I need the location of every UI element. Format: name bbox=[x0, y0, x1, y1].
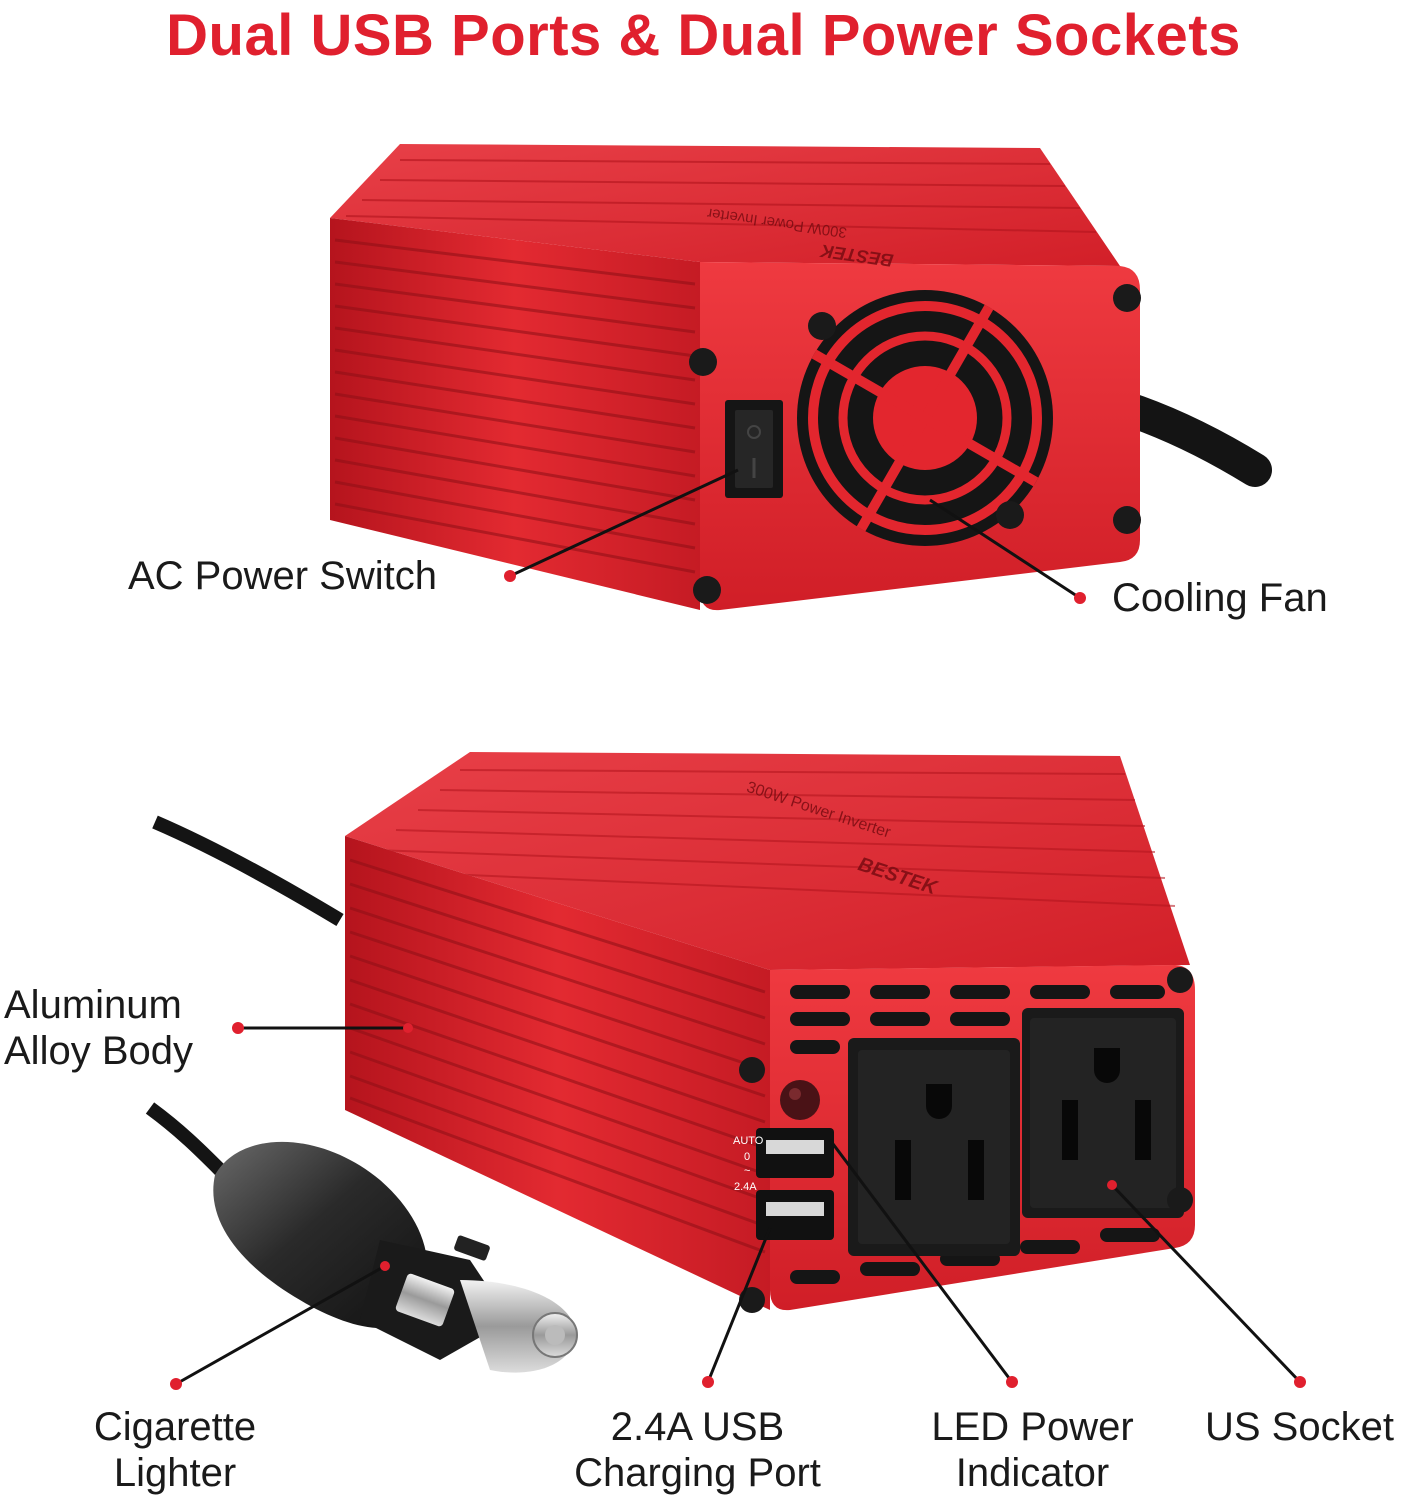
usb-range-0: 0 bbox=[744, 1151, 750, 1163]
usb-ports bbox=[756, 1128, 834, 1240]
dot-socket bbox=[1294, 1376, 1306, 1388]
inverter-rear-view: 300W Power Inverter BESTEK bbox=[330, 144, 1272, 611]
cigarette-lighter-plug bbox=[145, 1102, 578, 1373]
usb-range-tilde: ~ bbox=[744, 1165, 750, 1177]
dot-usb bbox=[702, 1376, 714, 1388]
callout-cigarette-line2: Lighter bbox=[113, 1451, 237, 1495]
page-title: Dual USB Ports & Dual Power Sockets bbox=[166, 3, 1241, 68]
leader-lines-top bbox=[504, 468, 1086, 604]
top-surface-front bbox=[345, 752, 1190, 970]
dot-socket-end bbox=[1107, 1180, 1117, 1190]
callout-usb-line2: Charging Port bbox=[574, 1451, 821, 1495]
cooling-fan-grille bbox=[797, 290, 1053, 546]
callout-led-line1: LED Power bbox=[931, 1405, 1134, 1449]
callout-usb-charging-port: 2.4A USB Charging Port bbox=[555, 1404, 840, 1496]
callout-led-power-indicator: LED Power Indicator bbox=[920, 1404, 1145, 1496]
callout-cigarette-line1: Cigarette bbox=[93, 1405, 257, 1449]
callout-aluminum-line2: Alloy Body bbox=[4, 1029, 193, 1073]
us-socket-left bbox=[848, 1038, 1020, 1256]
led-indicator bbox=[780, 1080, 820, 1120]
dot-cigarette-end bbox=[380, 1261, 390, 1271]
callout-led-line2: Indicator bbox=[955, 1451, 1110, 1495]
callout-cooling-fan: Cooling Fan bbox=[1112, 576, 1328, 620]
callout-aluminum-line1: Aluminum bbox=[4, 983, 182, 1027]
callout-aluminum-alloy-body: Aluminum Alloy Body bbox=[4, 982, 193, 1074]
callout-us-socket: US Socket bbox=[1205, 1405, 1394, 1449]
callout-usb-line1: 2.4A USB bbox=[610, 1405, 785, 1449]
callout-cigarette-lighter: Cigarette Lighter bbox=[80, 1404, 270, 1496]
dot-aluminum bbox=[232, 1022, 244, 1034]
vent-slots bbox=[790, 985, 1165, 1284]
inverter-front-view: AUTO 0 ~ 2.4A 300W Power Inverter BESTEK bbox=[152, 752, 1195, 1313]
dot-cigarette bbox=[170, 1378, 182, 1390]
aluminum-body-fins bbox=[345, 836, 770, 1310]
usb-range-2-4a: 2.4A bbox=[734, 1181, 757, 1193]
callout-ac-power-switch: AC Power Switch bbox=[128, 554, 437, 598]
aluminum-fins bbox=[330, 218, 700, 610]
usb-auto-label: AUTO bbox=[733, 1135, 764, 1147]
leader-lines-bottom bbox=[175, 1026, 1302, 1386]
us-socket-right bbox=[1022, 1008, 1184, 1218]
dot-led bbox=[1006, 1376, 1018, 1388]
dot-aluminum-end bbox=[403, 1023, 413, 1033]
screws-front bbox=[739, 967, 1193, 1313]
screws bbox=[689, 284, 1141, 604]
